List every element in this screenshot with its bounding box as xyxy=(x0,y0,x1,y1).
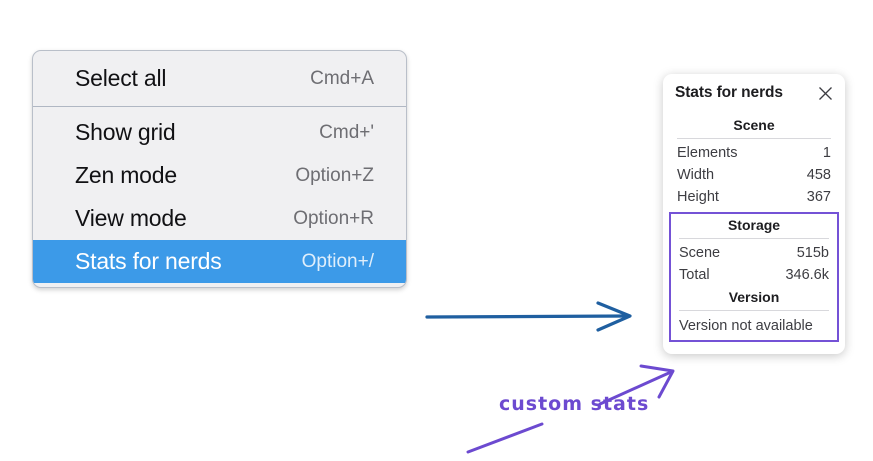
stat-row: Height 367 xyxy=(675,186,833,208)
stat-label: Width xyxy=(677,167,715,183)
menu-item-show-grid[interactable]: Show grid Cmd+' xyxy=(33,111,406,154)
stat-label: Elements xyxy=(677,145,738,161)
stat-value: 346.6k xyxy=(785,267,829,283)
menu-item-label: Show grid xyxy=(75,119,176,145)
storage-section-rule xyxy=(679,238,829,239)
menu-item-shortcut: Option+Z xyxy=(295,164,374,186)
storage-section-header: Storage xyxy=(727,217,781,233)
version-note: Version not available xyxy=(679,318,813,334)
menu-item-zen-mode[interactable]: Zen mode Option+Z xyxy=(33,154,406,197)
stat-label: Height xyxy=(677,189,719,205)
close-icon[interactable] xyxy=(818,86,833,101)
stats-for-nerds-panel: Stats for nerds Scene Elements 1 Width 4… xyxy=(663,74,845,354)
context-menu[interactable]: Select all Cmd+A Show grid Cmd+' Zen mod… xyxy=(32,50,407,288)
panel-title: Stats for nerds xyxy=(675,84,783,101)
stat-value: 515b xyxy=(796,245,829,261)
menu-item-shortcut: Option+/ xyxy=(301,250,374,272)
stat-row: Scene 515b xyxy=(677,242,831,264)
stat-row: Width 458 xyxy=(675,164,833,186)
stat-value: 1 xyxy=(822,145,831,161)
scene-section-header: Scene xyxy=(733,117,775,133)
menu-group-1: Select all Cmd+A xyxy=(33,51,406,106)
panel-titlebar: Stats for nerds xyxy=(675,84,833,102)
menu-item-shortcut: Cmd+' xyxy=(319,121,374,143)
menu-item-select-all[interactable]: Select all Cmd+A xyxy=(33,57,406,100)
annotation-label-custom-stats: custom stats xyxy=(499,393,650,415)
version-section-header: Version xyxy=(728,289,780,305)
version-section-rule xyxy=(679,310,829,311)
menu-group-2: Show grid Cmd+' Zen mode Option+Z View m… xyxy=(33,107,406,287)
menu-divider xyxy=(33,106,406,107)
stat-row: Elements 1 xyxy=(675,142,833,164)
menu-item-stats-for-nerds[interactable]: Stats for nerds Option+/ xyxy=(33,240,406,283)
stat-label: Scene xyxy=(679,245,721,261)
menu-item-label: Zen mode xyxy=(75,162,177,188)
blue-arrow xyxy=(425,301,632,332)
menu-item-shortcut: Cmd+A xyxy=(310,67,374,89)
purple-stroke xyxy=(466,422,544,454)
scene-section-rule xyxy=(677,138,831,139)
menu-item-shortcut: Option+R xyxy=(293,207,374,229)
menu-item-label: Stats for nerds xyxy=(75,248,222,274)
menu-item-label: View mode xyxy=(75,205,187,231)
stat-value: 458 xyxy=(806,167,831,183)
stat-row: Total 346.6k xyxy=(677,264,831,286)
menu-item-label: Select all xyxy=(75,65,167,91)
custom-stats-highlight-box: Storage Scene 515b Total 346.6k Version … xyxy=(669,212,839,342)
stat-label: Total xyxy=(679,267,710,283)
stat-value: 367 xyxy=(806,189,831,205)
menu-item-view-mode[interactable]: View mode Option+R xyxy=(33,197,406,240)
